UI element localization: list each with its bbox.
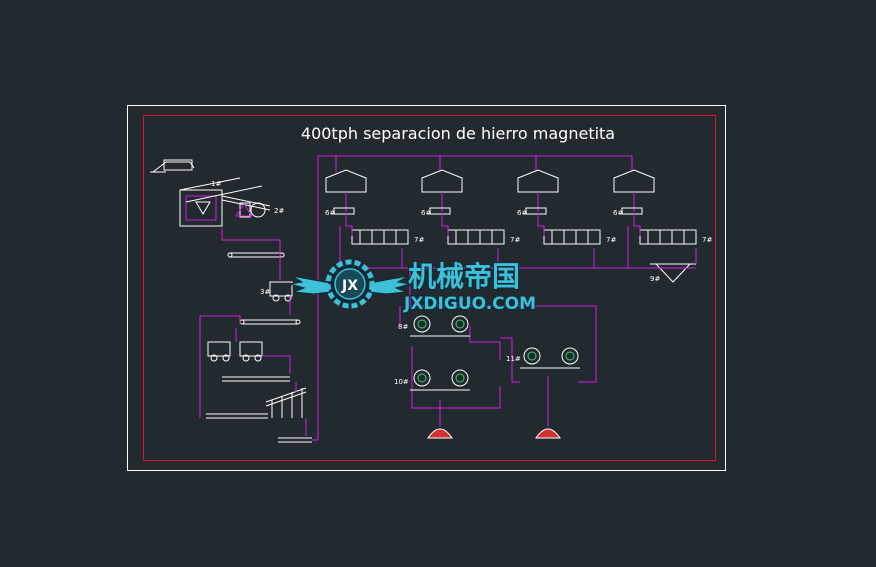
label-7d: 7# [702, 236, 712, 244]
label-6c: 6# [517, 209, 527, 217]
label-6a: 6# [325, 209, 335, 217]
label-6b: 6# [421, 209, 431, 217]
drawing-title: 400tph separacion de hierro magnetita [301, 124, 615, 143]
watermark-wing-right [363, 275, 411, 295]
crushing-section [150, 159, 312, 443]
label-7c: 7# [606, 236, 616, 244]
label-8: 8# [398, 323, 408, 331]
product-piles [427, 428, 561, 439]
label-10: 10# [394, 378, 409, 386]
flow-lines-grinding [339, 214, 697, 426]
label-9: 9# [650, 275, 660, 283]
watermark-chinese: 机械帝国 [408, 260, 520, 293]
label-1: 1# [211, 180, 221, 188]
label-6d: 6# [613, 209, 623, 217]
label-7b: 7# [510, 236, 520, 244]
watermark-wing-left [289, 275, 337, 295]
label-7a: 7# [414, 236, 424, 244]
drawing-frame [143, 115, 716, 461]
grinding-units [325, 169, 697, 283]
watermark-logo: JX [289, 259, 411, 309]
flow-lines-left [199, 155, 633, 441]
watermark-url: JXDIGUO.COM [403, 294, 536, 314]
magnetic-separators [410, 315, 580, 391]
label-2: 2# [274, 207, 284, 215]
label-11: 11# [506, 355, 521, 363]
label-3: 3# [260, 288, 270, 296]
sheet-border [127, 105, 726, 471]
watermark-badge: JX [341, 278, 358, 294]
